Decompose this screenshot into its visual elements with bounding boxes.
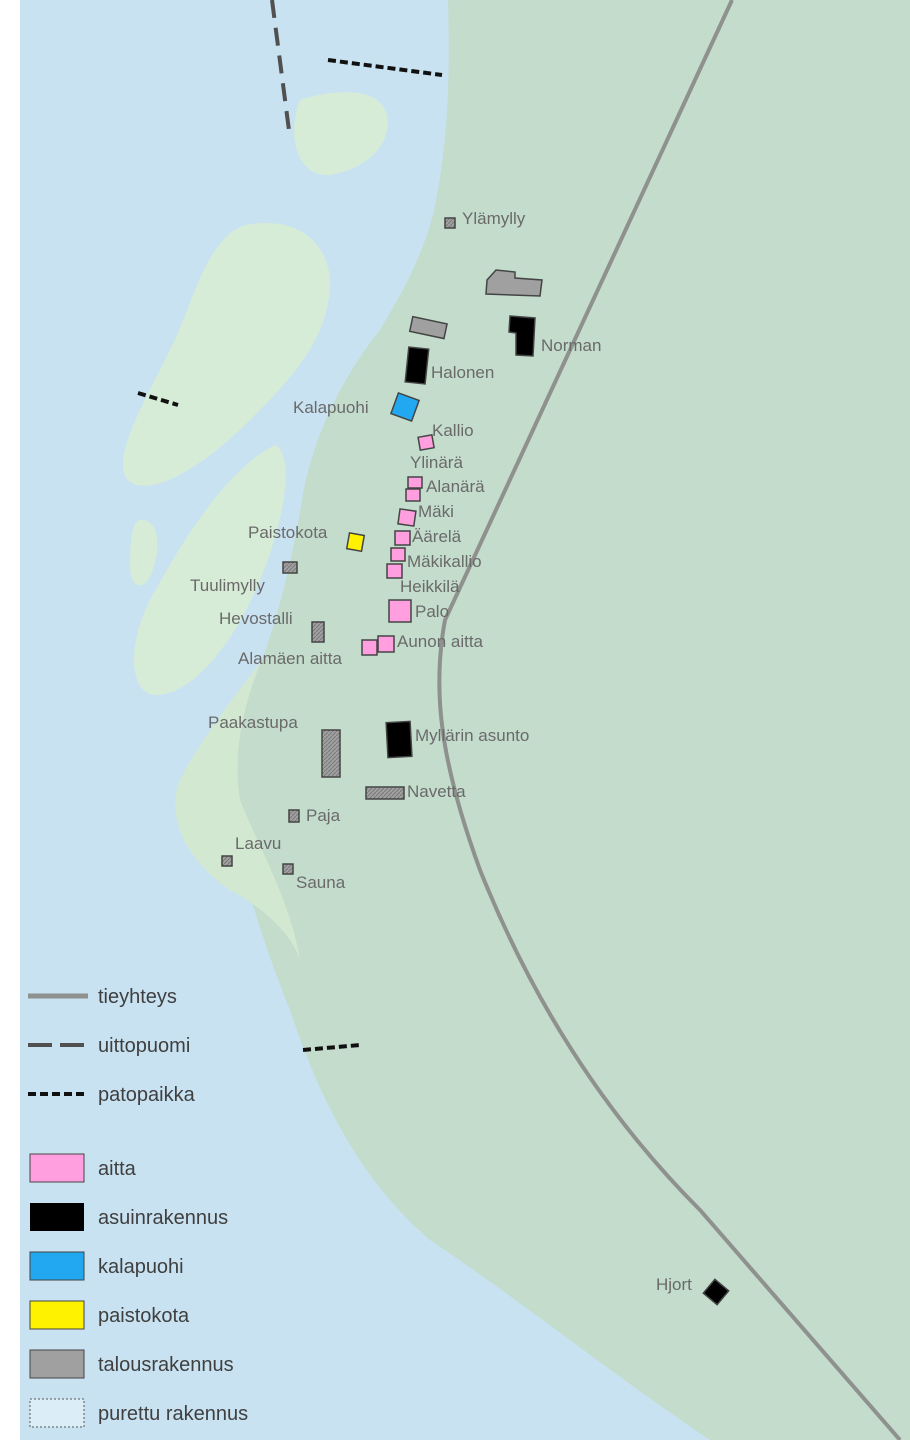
building-aunon-aitta[interactable] [377, 635, 395, 653]
label-aunon-aitta: Aunon aitta [397, 632, 484, 651]
legend-paistokota: paistokota [98, 1305, 190, 1327]
building-tuulimylly[interactable] [282, 561, 298, 574]
legend-aitta-swatch [29, 1153, 85, 1183]
label-ylamylly: Ylämylly [462, 209, 526, 228]
building-aarela[interactable] [394, 530, 411, 546]
building-paistokota[interactable] [345, 532, 366, 553]
building-paakastupa[interactable] [321, 729, 341, 778]
label-heikkila: Heikkilä [400, 577, 460, 596]
label-maki: Mäki [418, 502, 454, 521]
label-kalapuohi: Kalapuohi [293, 398, 369, 417]
building-hevostalli[interactable] [311, 621, 325, 643]
island-small [130, 519, 158, 586]
label-myllarin-asunto: Myllärin asunto [415, 726, 529, 745]
label-ylinara: Ylinärä [410, 453, 463, 472]
legend-kalapuohi-swatch [29, 1251, 85, 1281]
legend-talousrakennus: talousrakennus [98, 1354, 234, 1376]
mainland [226, 0, 910, 1440]
legend-purettu-rakennus: purettu rakennus [98, 1403, 248, 1425]
legend-purettu-swatch [29, 1398, 85, 1428]
legend-uittopuomi: uittopuomi [98, 1035, 190, 1057]
building-palo[interactable] [388, 599, 412, 623]
label-kallio: Kallio [432, 421, 474, 440]
building-halonen[interactable] [404, 346, 430, 385]
label-norman: Norman [541, 336, 601, 355]
legend-talousrakennus-swatch [29, 1349, 85, 1379]
dam-site-south [302, 1043, 361, 1052]
building-kallio[interactable] [417, 434, 435, 451]
legend-aitta: aitta [98, 1158, 137, 1180]
building-myllarin-asunto[interactable] [385, 720, 413, 759]
building-norman-outbuilding[interactable] [485, 269, 543, 297]
building-navetta[interactable] [365, 786, 405, 800]
label-hevostalli: Hevostalli [219, 609, 293, 628]
legend-paistokota-swatch [29, 1300, 85, 1330]
shore-shallows [175, 660, 300, 960]
dam-site-west [137, 391, 179, 407]
label-makikallio: Mäkikallio [407, 552, 482, 571]
building-halonen-outbuilding[interactable] [408, 315, 448, 340]
label-sauna: Sauna [296, 873, 346, 892]
legend-asuinrakennus: asuinrakennus [98, 1207, 228, 1229]
building-heikkila[interactable] [386, 563, 403, 579]
label-laavu: Laavu [235, 834, 281, 853]
island-large [123, 223, 330, 486]
label-paja: Paja [306, 806, 341, 825]
buildings [221, 217, 730, 1306]
building-ylamylly[interactable] [444, 217, 456, 229]
label-palo: Palo [415, 602, 449, 621]
place-labels: Ylämylly Norman Halonen Kalapuohi Kallio… [190, 209, 692, 1294]
building-hjort[interactable] [702, 1278, 730, 1306]
label-tuulimylly: Tuulimylly [190, 576, 265, 595]
road [437, 0, 902, 1440]
island-long [133, 445, 286, 696]
building-paja[interactable] [288, 809, 300, 823]
label-alanara: Alanärä [426, 477, 485, 496]
label-alamaen-aitta: Alamäen aitta [238, 649, 342, 668]
legend-patopaikka: patopaikka [98, 1084, 196, 1106]
building-norman[interactable] [508, 315, 536, 357]
dam-site-north [327, 58, 443, 77]
legend-kalapuohi: kalapuohi [98, 1256, 184, 1278]
label-paistokota: Paistokota [248, 523, 328, 542]
label-halonen: Halonen [431, 363, 494, 382]
building-makikallio[interactable] [390, 547, 406, 562]
legend-tieyhteys: tieyhteys [98, 986, 177, 1008]
label-paakastupa: Paakastupa [208, 713, 298, 732]
label-navetta: Navetta [407, 782, 466, 801]
legend-asuinrakennus-swatch [30, 1203, 84, 1231]
building-sauna[interactable] [282, 863, 294, 875]
building-ylinara[interactable] [407, 476, 423, 489]
island-north [294, 92, 388, 176]
building-kalapuohi[interactable] [389, 391, 421, 423]
building-alanara[interactable] [405, 488, 421, 502]
log-boom-north [270, 0, 292, 139]
building-maki[interactable] [397, 508, 417, 527]
legend: tieyhteys uittopuomi patopaikka aitta as… [28, 986, 248, 1428]
label-hjort: Hjort [656, 1275, 692, 1294]
building-alamaen-aitta[interactable] [361, 639, 378, 656]
label-aarela: Äärelä [412, 527, 462, 546]
building-laavu[interactable] [221, 855, 233, 867]
